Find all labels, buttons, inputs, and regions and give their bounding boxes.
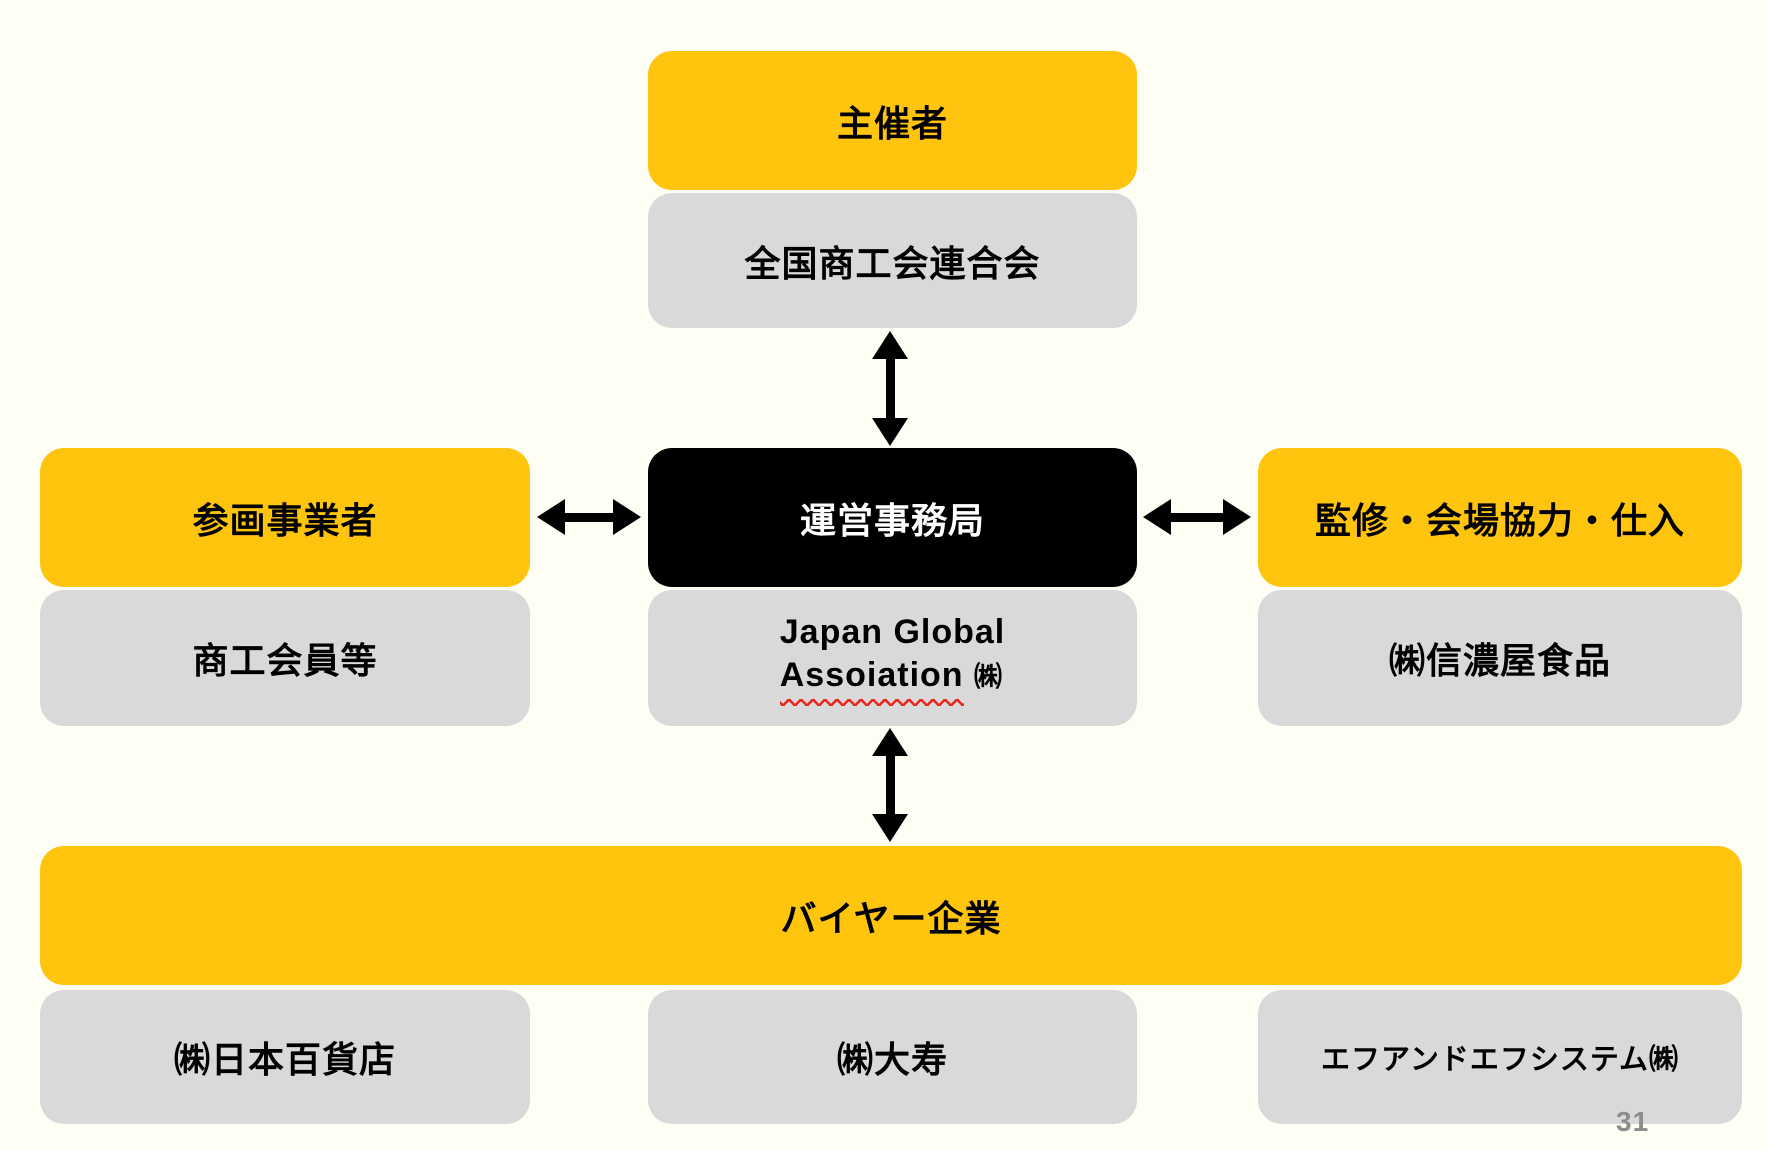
supervision-entity-label: ㈱信濃屋食品 [1388, 640, 1611, 681]
buyers-role-label: バイヤー企業 [780, 897, 1002, 939]
double-arrow-horizontal-office-supervision [1143, 499, 1251, 535]
arrow-shaft [1167, 513, 1227, 522]
double-arrow-horizontal-participants-office [537, 499, 641, 535]
arrow-head-left-icon [1143, 499, 1171, 535]
organizer-entity-box: 全国商工会連合会 [648, 193, 1137, 328]
arrow-head-up-icon [872, 331, 908, 359]
arrow-head-down-icon [872, 418, 908, 446]
buyer-entity-label: ㈱日本百貨店 [173, 1039, 396, 1080]
slide-page-number: 31 [1616, 1106, 1650, 1137]
arrow-shaft [561, 513, 617, 522]
buyer-entity-box: ㈱大寿 [648, 990, 1137, 1124]
arrow-shaft [886, 356, 895, 421]
supervision-role-box: 監修・会場協力・仕入 [1258, 448, 1742, 587]
office-entity-line1: Japan Global [779, 612, 1006, 651]
arrow-head-up-icon [872, 728, 908, 756]
double-arrow-vertical-office-buyers [872, 728, 908, 842]
office-entity-box: Japan Global Assoiation ㈱ [648, 590, 1137, 726]
buyer-entity-box: ㈱日本百貨店 [40, 990, 530, 1124]
arrow-head-right-icon [613, 499, 641, 535]
arrow-head-right-icon [1223, 499, 1251, 535]
organizer-role-label: 主催者 [836, 102, 948, 144]
buyer-entity-box: エフアンドエフシステム㈱ [1258, 990, 1742, 1124]
buyers-role-box: バイヤー企業 [40, 846, 1742, 985]
participants-role-label: 参画事業者 [192, 499, 378, 541]
office-entity-label: Japan Global Assoiation ㈱ [779, 611, 1006, 706]
buyer-entity-label: ㈱大寿 [836, 1039, 948, 1080]
participants-role-box: 参画事業者 [40, 448, 530, 587]
participants-entity-box: 商工会員等 [40, 590, 530, 726]
double-arrow-vertical-organizer-office [872, 331, 908, 446]
office-entity-misspelled-word: Assoiation [779, 653, 964, 706]
arrow-head-down-icon [872, 814, 908, 842]
office-role-label: 運営事務局 [799, 499, 985, 541]
organizer-role-box: 主催者 [648, 51, 1137, 190]
organizer-entity-label: 全国商工会連合会 [744, 242, 1041, 284]
arrow-head-left-icon [537, 499, 565, 535]
supervision-entity-box: ㈱信濃屋食品 [1258, 590, 1742, 726]
participants-entity-label: 商工会員等 [192, 640, 378, 681]
supervision-role-label: 監修・会場協力・仕入 [1314, 499, 1685, 541]
office-role-box: 運営事務局 [648, 448, 1137, 587]
buyer-entity-label: エフアンドエフシステム㈱ [1321, 1044, 1679, 1076]
office-entity-kabushiki-suffix: ㈱ [974, 660, 1004, 692]
arrow-shaft [886, 753, 895, 817]
